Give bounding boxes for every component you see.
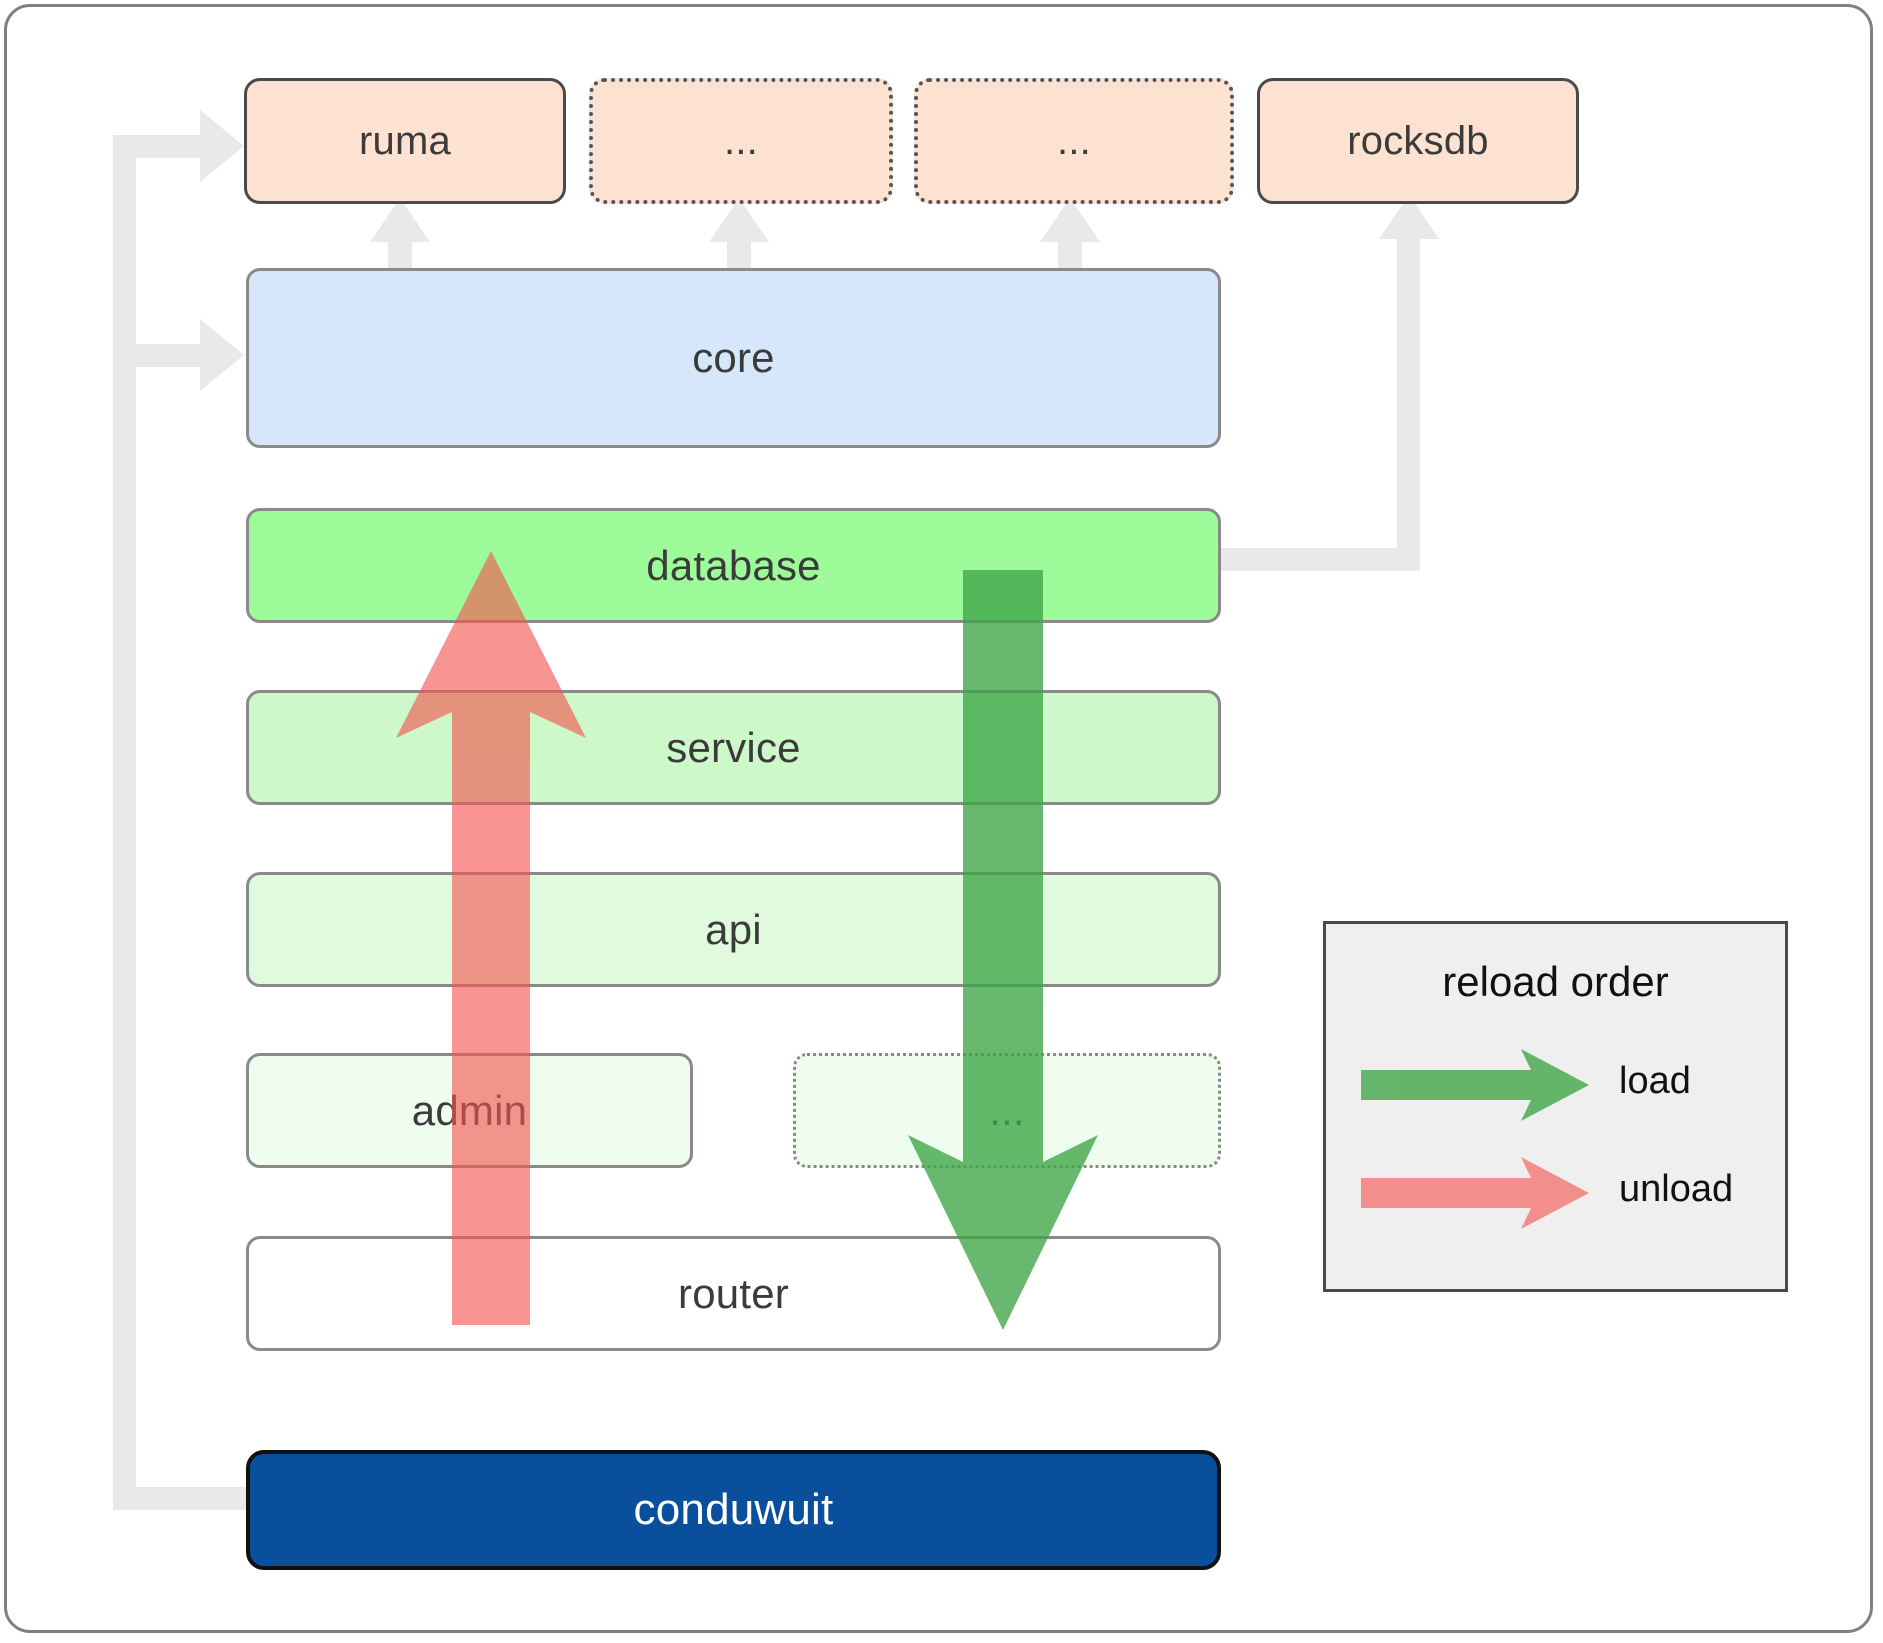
dependency-box-placeholder-2[interactable]: ... bbox=[914, 78, 1234, 204]
layer-label-core: core bbox=[692, 334, 775, 381]
connector-database-to-rocksdb-horizontal bbox=[1215, 548, 1420, 571]
dependency-box-ruma[interactable]: ruma bbox=[244, 78, 566, 204]
diagram-frame bbox=[4, 4, 1873, 1633]
legend-unload-arrow-icon bbox=[1361, 1157, 1589, 1229]
connector-arrowhead-ruma bbox=[200, 110, 244, 182]
layer-box-admin[interactable]: admin bbox=[246, 1053, 693, 1168]
connector-arrowhead-core-ruma bbox=[370, 198, 430, 242]
dependency-box-rocksdb[interactable]: rocksdb bbox=[1257, 78, 1579, 204]
layer-box-api[interactable]: api bbox=[246, 872, 1221, 987]
legend-title: reload order bbox=[1442, 958, 1669, 1005]
dependency-label-ruma: ruma bbox=[359, 118, 451, 163]
dependency-label-placeholder-2: ... bbox=[1057, 118, 1091, 163]
dependency-box-placeholder-1[interactable]: ... bbox=[589, 78, 893, 204]
layer-label-router: router bbox=[678, 1269, 789, 1317]
layer-box-placeholder[interactable]: ... bbox=[793, 1053, 1221, 1168]
legend-label-unload: unload bbox=[1619, 1168, 1734, 1210]
legend-load-arrow-icon bbox=[1361, 1049, 1589, 1121]
connector-arrowhead-core-dots1 bbox=[709, 198, 769, 242]
connector-trunk-vertical bbox=[113, 135, 136, 1510]
connector-arrowhead-core bbox=[200, 319, 244, 391]
layer-label-placeholder: ... bbox=[989, 1086, 1025, 1134]
layer-box-router[interactable]: router bbox=[246, 1236, 1221, 1351]
application-label-conduwuit: conduwuit bbox=[633, 1485, 834, 1534]
legend-panel: reload order load unload bbox=[1323, 921, 1788, 1292]
connector-arrowhead-core-dots2 bbox=[1040, 198, 1100, 242]
connector-database-to-rocksdb-vertical bbox=[1397, 230, 1420, 570]
layer-label-api: api bbox=[705, 905, 762, 953]
application-box-conduwuit[interactable]: conduwuit bbox=[246, 1450, 1221, 1570]
connector-trunk-to-app bbox=[113, 1487, 248, 1510]
layer-label-admin: admin bbox=[411, 1086, 528, 1134]
legend-label-load: load bbox=[1619, 1060, 1691, 1102]
layer-label-database: database bbox=[646, 541, 821, 589]
dependency-label-placeholder-1: ... bbox=[724, 118, 758, 163]
dependency-label-rocksdb: rocksdb bbox=[1347, 118, 1489, 163]
layer-label-service: service bbox=[666, 723, 801, 771]
layer-box-service[interactable]: service bbox=[246, 690, 1221, 805]
layer-box-database[interactable]: database bbox=[246, 508, 1221, 623]
layer-box-core[interactable]: core bbox=[246, 268, 1221, 448]
